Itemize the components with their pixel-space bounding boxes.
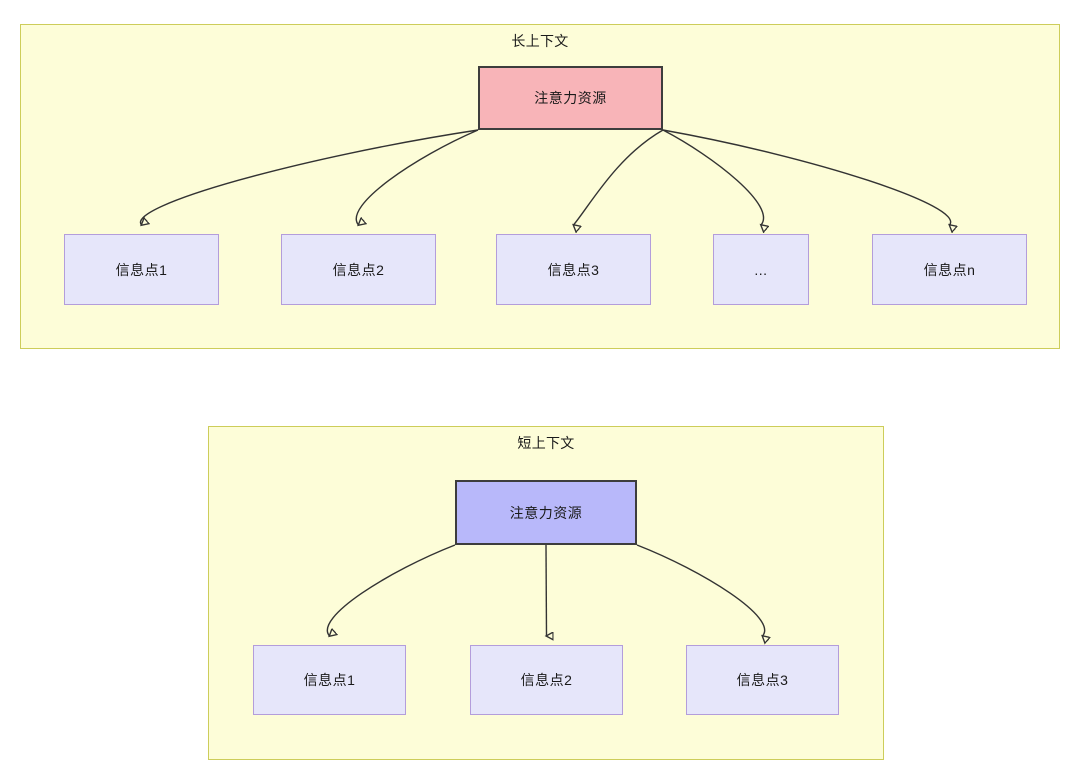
group-short-context-title: 短上下文 [517,435,575,451]
node-info-point-2-short[interactable]: 信息点2 [470,645,623,715]
node-info-point-ellipsis-long[interactable]: ... [713,234,809,305]
node-attention-resource-long[interactable]: 注意力资源 [478,66,663,130]
node-info-point-3-short[interactable]: 信息点3 [686,645,839,715]
node-info-point-3-long[interactable]: 信息点3 [496,234,651,305]
node-info-point-2-long[interactable]: 信息点2 [281,234,436,305]
node-attention-resource-short[interactable]: 注意力资源 [455,480,637,545]
node-info-point-1-long[interactable]: 信息点1 [64,234,219,305]
node-info-point-n-long[interactable]: 信息点n [872,234,1027,305]
node-info-point-1-short[interactable]: 信息点1 [253,645,406,715]
group-long-context-title: 长上下文 [511,33,569,49]
